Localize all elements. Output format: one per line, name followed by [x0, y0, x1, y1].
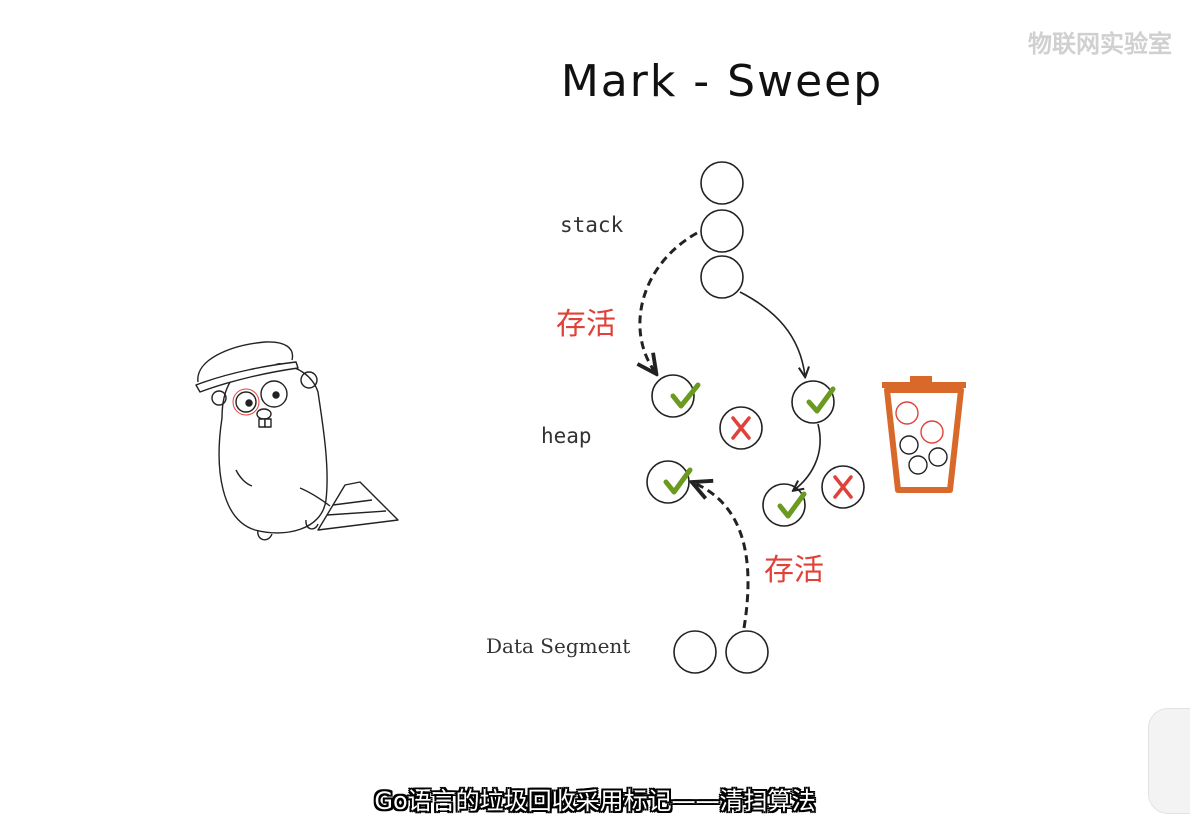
cross-icon — [731, 416, 751, 440]
alive-label-stack: 存活 — [556, 307, 616, 342]
mark-arrow-from-data-segment — [694, 483, 750, 629]
reference-arrow — [794, 423, 821, 490]
stack-label: stack — [560, 213, 624, 237]
video-subtitle: Go语言的垃圾回收采用标记——清扫算法 — [374, 787, 816, 815]
check-icon — [777, 491, 807, 519]
cross-icon — [833, 475, 853, 499]
mark-arrow-from-stack — [640, 231, 698, 372]
watermark-text: 物联网实验室 — [1028, 30, 1172, 58]
trash-can-icon — [882, 376, 966, 493]
heap-node-unmarked — [719, 406, 763, 450]
heap-node-marked — [762, 483, 806, 527]
data-segment-label: Data Segment — [486, 634, 630, 658]
stack-node — [700, 255, 744, 299]
gopher-sweeper-illustration — [195, 341, 399, 541]
data-segment-node — [725, 630, 769, 674]
data-segment-node — [673, 630, 717, 674]
heap-label: heap — [541, 424, 592, 448]
alive-label-data-segment: 存活 — [764, 553, 824, 588]
heap-node-marked — [651, 374, 695, 418]
stack-node — [700, 161, 744, 205]
diagram-title: Mark - Sweep — [561, 56, 883, 107]
heap-node-unmarked — [821, 465, 865, 509]
side-floating-button[interactable] — [1148, 708, 1190, 814]
check-icon — [663, 467, 693, 495]
heap-node-marked — [791, 380, 835, 424]
check-icon — [806, 386, 836, 414]
stack-node — [700, 209, 744, 253]
check-icon — [670, 382, 701, 409]
reference-arrow — [739, 291, 805, 376]
